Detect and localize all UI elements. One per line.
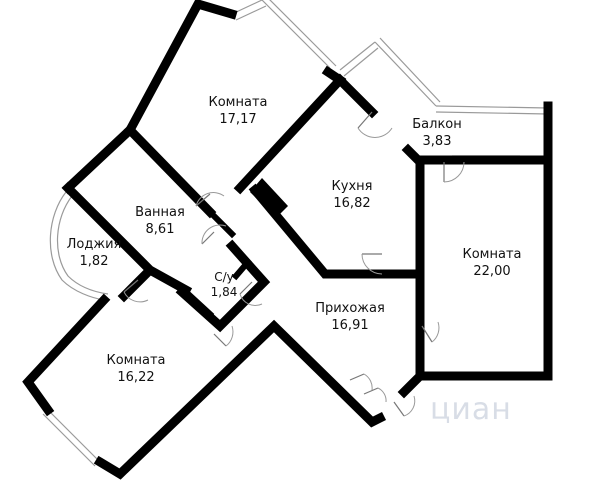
room-label-wc: С/у 1,84 xyxy=(211,270,238,300)
room-label-hallway: Прихожая 16,91 xyxy=(315,300,385,334)
room-name: Комната xyxy=(106,353,166,368)
room-name: Лоджия xyxy=(66,237,122,252)
room-name: Кухня xyxy=(331,179,373,194)
room-label-loggia: Лоджия 1,82 xyxy=(67,236,122,270)
room-area: 1,82 xyxy=(79,254,109,269)
room-area: 17,17 xyxy=(219,112,257,127)
column xyxy=(250,178,288,218)
walls xyxy=(22,0,553,480)
room-area: 1,84 xyxy=(210,285,238,299)
room-area: 3,83 xyxy=(422,134,452,149)
room-label-living-3: Комната 16,22 xyxy=(107,352,166,386)
room-area: 16,82 xyxy=(333,196,371,211)
room-name: Ванная xyxy=(135,205,185,220)
wc-walls xyxy=(181,207,253,319)
room-area: 22,00 xyxy=(473,264,511,279)
room-area: 8,61 xyxy=(145,222,175,237)
room-label-bathroom: Ванная 8,61 xyxy=(135,204,185,238)
room-name: Комната xyxy=(208,95,268,110)
room-label-living-2: Комната 22,00 xyxy=(463,246,522,280)
room-area: 16,91 xyxy=(331,318,369,333)
room-name: Балкон xyxy=(412,117,462,132)
room-name: Прихожая xyxy=(315,301,385,316)
room-label-kitchen: Кухня 16,82 xyxy=(332,178,373,212)
doors xyxy=(123,111,465,417)
room-area: 16,22 xyxy=(117,370,155,385)
room-label-living-1: Комната 17,17 xyxy=(209,94,268,128)
room-label-balcony: Балкон 3,83 xyxy=(412,116,462,150)
watermark: циан xyxy=(430,392,512,427)
room-name: С/у xyxy=(214,270,234,284)
room-name: Комната xyxy=(462,247,522,262)
